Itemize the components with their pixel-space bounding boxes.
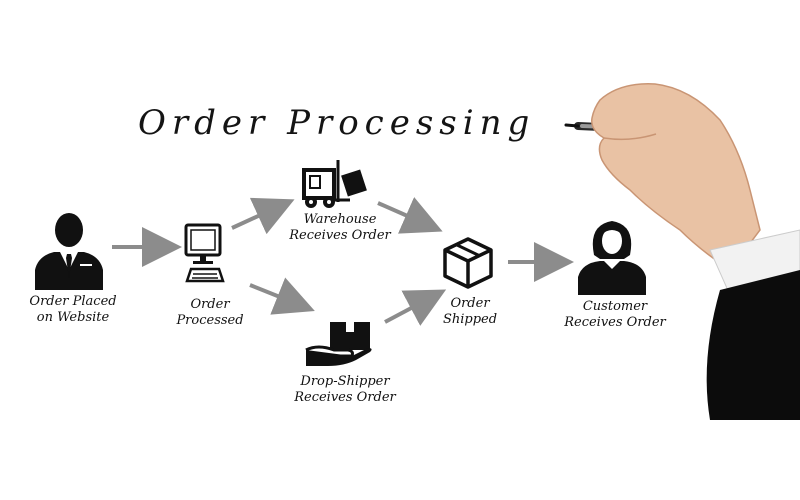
- diagram-title: Order Processing: [138, 103, 536, 143]
- node-label-customer: Customer Receives Order: [564, 299, 666, 330]
- arrow-dropshipper-to-shipped: [384, 289, 447, 326]
- arrow-warehouse-to-shipped: [377, 197, 443, 234]
- arrow-processed-to-warehouse: [231, 197, 295, 235]
- hand-with-marker-icon: [564, 83, 800, 420]
- node-label-order-processed: Order Processed: [176, 297, 244, 328]
- forklift-icon: [302, 160, 367, 208]
- arrow-processed-to-dropshipper: [249, 277, 315, 315]
- computer-icon: [184, 223, 225, 283]
- hand-package-icon: [305, 322, 372, 366]
- customer-woman-icon: [578, 221, 646, 295]
- node-label-order-placed: Order Placed on Website: [29, 294, 117, 325]
- box-icon: [443, 237, 493, 289]
- customer-person-icon: [35, 213, 103, 290]
- node-label-order-shipped: Order Shipped: [442, 296, 498, 327]
- node-label-warehouse: Warehouse Receives Order: [289, 212, 391, 243]
- node-label-drop-shipper: Drop-Shipper Receives Order: [294, 374, 396, 405]
